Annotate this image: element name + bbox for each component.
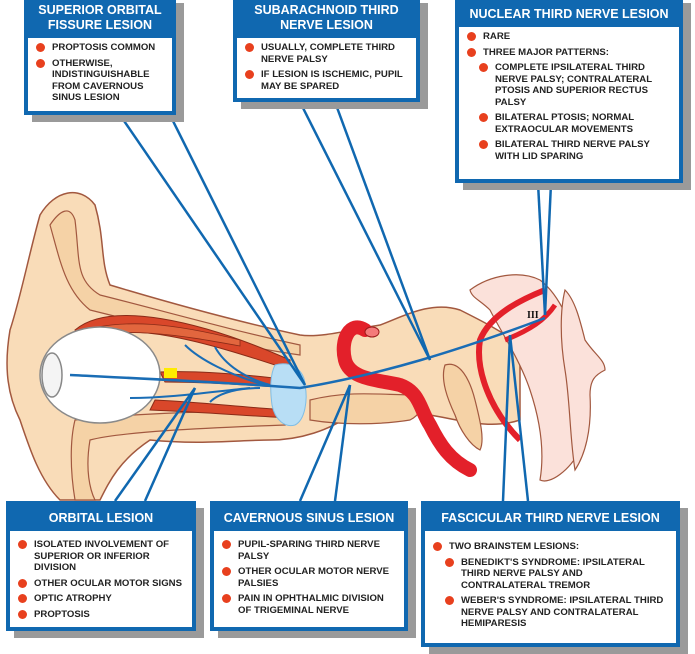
list-item: TWO BRAINSTEM LESIONS: (433, 541, 670, 553)
cavernous-sinus-lesion-list: PUPIL-SPARING THIRD NERVE PALSY OTHER OC… (214, 531, 404, 624)
pointer-superior-orbital-1 (118, 114, 307, 386)
pointer-superior-orbital-2 (168, 114, 307, 386)
cavernous-sinus-lesion-box: CAVERNOUS SINUS LESION PUPIL-SPARING THI… (210, 501, 408, 631)
pointer-fascicular-1 (501, 334, 512, 502)
bullet-icon (222, 594, 231, 603)
cornea (41, 352, 63, 398)
list-item: OPTIC ATROPHY (18, 593, 186, 605)
bullet-icon (36, 43, 45, 52)
subarachnoid-lesion-title: SUBARACHNOID THIRD NERVE LESION (237, 0, 416, 38)
pointer-fascicular-2 (508, 334, 530, 502)
clivus-bone (442, 363, 483, 451)
sphenoid-bone (309, 393, 423, 425)
ciliary-ganglion (164, 368, 177, 378)
cranial-nerve-iii-label: III (527, 310, 539, 321)
list-item: WEBER'S SYNDROME: IPSILATERAL THIRD NERV… (445, 595, 670, 630)
pointer-subarachnoid-1 (298, 101, 432, 361)
list-item: OTHER OCULAR MOTOR SIGNS (18, 578, 186, 590)
subarachnoid-lesion-box: SUBARACHNOID THIRD NERVE LESION USUALLY,… (233, 0, 420, 102)
cerebral-peduncle (560, 288, 606, 472)
list-item: PUPIL-SPARING THIRD NERVE PALSY (222, 539, 398, 562)
bullet-icon (222, 567, 231, 576)
list-item: PROPTOSIS COMMON (36, 42, 166, 54)
pointer-cavernous-1 (298, 384, 352, 502)
pointer-nuclear-2 (543, 182, 553, 316)
bullet-icon (433, 542, 442, 551)
pointer-nuclear-1 (536, 182, 547, 316)
list-item: OTHER OCULAR MOTOR NERVE PALSIES (222, 566, 398, 589)
list-item: RARE (467, 31, 673, 43)
bullet-icon (445, 596, 454, 605)
nuclear-lesion-list: RARE THREE MAJOR PATTERNS: COMPLETE IPSI… (459, 27, 679, 170)
list-item: IF LESION IS ISCHEMIC, PUPIL MAY BE SPAR… (245, 69, 410, 92)
subarachnoid-lesion-list: USUALLY, COMPLETE THIRD NERVE PALSY IF L… (237, 38, 416, 100)
bullet-icon (479, 113, 488, 122)
inferior-division-branch-2 (209, 387, 261, 403)
fascicular-lesion-title: FASCICULAR THIRD NERVE LESION (425, 505, 676, 531)
bullet-icon (18, 540, 27, 549)
nuclear-lesion-title: NUCLEAR THIRD NERVE LESION (459, 0, 679, 27)
list-item: BILATERAL PTOSIS; NORMAL EXTRAOCULAR MOV… (479, 112, 673, 135)
list-item: USUALLY, COMPLETE THIRD NERVE PALSY (245, 42, 410, 65)
pointer-subarachnoid-2 (333, 101, 432, 361)
list-item: PAIN IN OPHTHALMIC DIVISION OF TRIGEMINA… (222, 593, 398, 616)
internal-carotid-artery (336, 320, 477, 477)
carotid-lumen (364, 326, 380, 338)
pointer-orbital-2 (143, 387, 197, 502)
callout-pointers (113, 101, 553, 502)
superior-orbital-fissure-list: PROPTOSIS COMMON OTHERWISE, INDISTINGUIS… (28, 38, 172, 112)
orbital-lesion-list: ISOLATED INVOLVEMENT OF SUPERIOR OR INFE… (10, 531, 192, 628)
list-item: OTHERWISE, INDISTINGUISHABLE FROM CAVERN… (36, 58, 166, 104)
bullet-icon (479, 63, 488, 72)
cavernous-sinus (270, 363, 307, 427)
list-item: ISOLATED INVOLVEMENT OF SUPERIOR OR INFE… (18, 539, 186, 574)
list-item: BILATERAL THIRD NERVE PALSY WITH LID SPA… (479, 139, 673, 162)
superior-division-branch-2 (214, 346, 271, 386)
list-item: THREE MAJOR PATTERNS: (467, 47, 673, 59)
bullet-icon (18, 609, 27, 619)
oculomotor-nerve (69, 316, 546, 390)
bullet-icon (245, 43, 254, 52)
bullet-icon (18, 578, 27, 588)
superior-orbital-fissure-title: SUPERIOR ORBITAL FISSURE LESION (28, 0, 172, 38)
list-item: BENEDIKT'S SYNDROME: IPSILATERAL THIRD N… (445, 557, 670, 592)
bullet-icon (467, 32, 476, 41)
fascicular-lesion-box: FASCICULAR THIRD NERVE LESION TWO BRAINS… (421, 501, 680, 647)
bullet-icon (245, 70, 254, 79)
bullet-icon (467, 47, 476, 57)
list-item: PROPTOSIS (18, 609, 186, 621)
bullet-icon (222, 540, 231, 549)
bullet-icon (36, 58, 45, 68)
bullet-icon (479, 140, 488, 149)
nuclear-lesion-box: NUCLEAR THIRD NERVE LESION RARE THREE MA… (455, 0, 683, 183)
orbital-floor-bone (70, 410, 286, 501)
orbital-lesion-title: ORBITAL LESION (10, 505, 192, 531)
pointer-orbital-1 (113, 387, 197, 502)
pointer-cavernous-2 (333, 384, 352, 502)
superior-division-branch (184, 344, 266, 386)
cavernous-sinus-lesion-title: CAVERNOUS SINUS LESION (214, 505, 404, 531)
bullet-icon (18, 594, 27, 603)
fascicular-lesion-list: TWO BRAINSTEM LESIONS: BENEDIKT'S SYNDRO… (425, 531, 676, 638)
superior-orbital-fissure-box: SUPERIOR ORBITAL FISSURE LESION PROPTOSI… (24, 0, 176, 115)
orbital-lesion-box: ORBITAL LESION ISOLATED INVOLVEMENT OF S… (6, 501, 196, 631)
list-item: COMPLETE IPSILATERAL THIRD NERVE PALSY; … (479, 62, 673, 108)
bullet-icon (445, 557, 454, 567)
